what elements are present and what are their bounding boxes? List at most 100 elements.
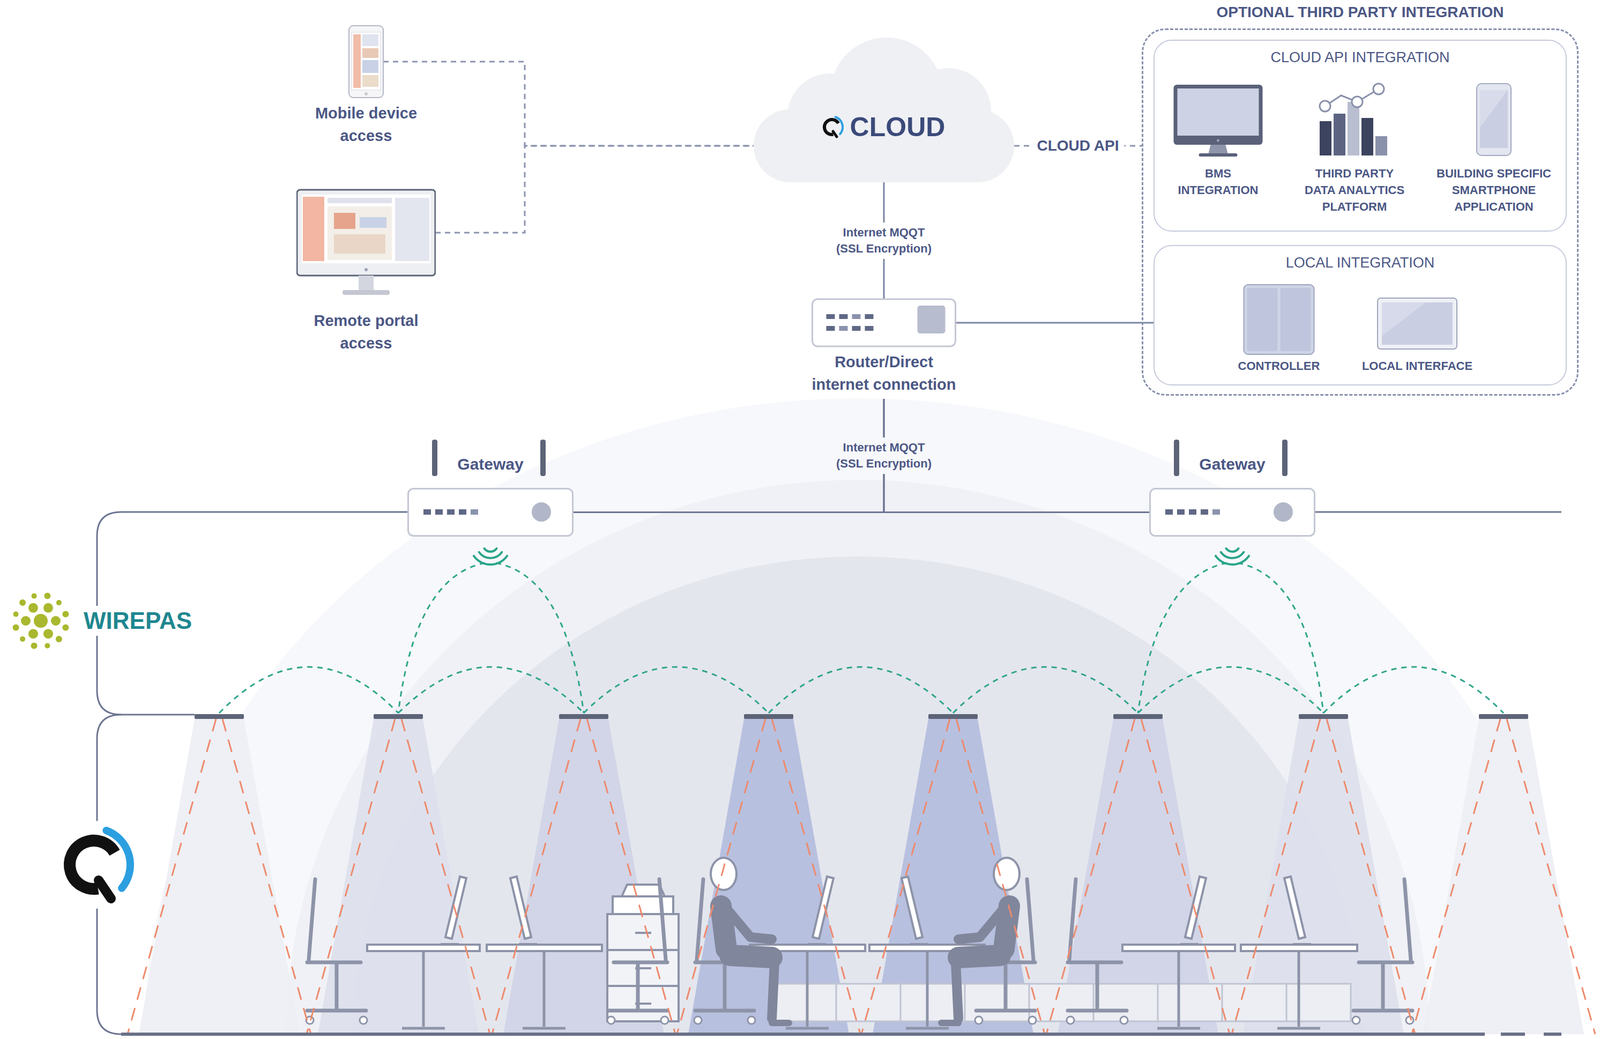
light-beam-part bbox=[317, 718, 479, 1034]
connector bbox=[435, 145, 754, 233]
light-fixture-part bbox=[743, 713, 794, 719]
cloud-logo-mark-part bbox=[824, 119, 839, 135]
seated-person-part bbox=[955, 911, 1002, 1019]
cloud-shape-part bbox=[753, 37, 1015, 183]
phone2-icon-part bbox=[1479, 90, 1508, 128]
cloud-title-row: CLOUD bbox=[749, 35, 1016, 144]
bars-icon bbox=[1298, 79, 1411, 166]
desk-part bbox=[1122, 944, 1235, 951]
light-fixture-part bbox=[1113, 713, 1163, 719]
router-icon-part bbox=[826, 314, 836, 319]
node-label: Gateway bbox=[407, 454, 574, 474]
controller-icon-part bbox=[1244, 284, 1315, 355]
connector-label: CLOUD API bbox=[1031, 134, 1125, 158]
office-chair-part bbox=[975, 1016, 983, 1024]
bms-icon-part bbox=[1177, 88, 1260, 136]
light-fixture-part bbox=[559, 713, 609, 719]
seated-person-part bbox=[993, 857, 1020, 890]
brand-label: WIREPAS bbox=[80, 605, 196, 636]
bms-icon bbox=[1168, 79, 1268, 166]
phone-icon bbox=[296, 21, 436, 102]
light-fixture-part bbox=[1478, 713, 1529, 719]
sensor-cone-part bbox=[127, 718, 1596, 1034]
office-chair-part bbox=[359, 1016, 368, 1024]
wirepas-logo-mark bbox=[12, 592, 70, 650]
node-label: OPTIONAL THIRD PARTY INTEGRATION bbox=[1141, 3, 1579, 22]
bars-icon-part bbox=[1319, 100, 1331, 112]
bms-icon-part bbox=[1208, 144, 1229, 154]
light-fixture-part bbox=[928, 713, 978, 719]
back-cabinet-part bbox=[771, 983, 1351, 1022]
tablet-icon-part bbox=[1381, 302, 1453, 345]
monitor-icon bbox=[296, 184, 436, 310]
integration-group: OPTIONAL THIRD PARTY INTEGRATION CLOUD AP… bbox=[1141, 3, 1579, 396]
antenna-part bbox=[432, 439, 438, 476]
desk-monitor-part bbox=[440, 942, 459, 945]
phone2-icon bbox=[1429, 79, 1559, 166]
desk-monitor-part bbox=[910, 942, 929, 945]
node-label: Gateway bbox=[1149, 454, 1316, 474]
node-label: CLOUD bbox=[850, 110, 946, 144]
integration-item: CONTROLLER bbox=[1233, 282, 1325, 375]
seated-person-part bbox=[941, 1019, 959, 1026]
seated-person bbox=[710, 857, 1020, 1023]
connector-label: Internet MQQT (SSL Encryption) bbox=[824, 222, 943, 259]
office-chair-part bbox=[307, 879, 1413, 1011]
brand-logo-mark-part bbox=[69, 840, 115, 889]
bars-icon-part bbox=[1375, 136, 1388, 156]
router-icon-part bbox=[839, 314, 848, 319]
integration-item: BUILDING SPECIFIC SMARTPHONE APPLICATION bbox=[1429, 79, 1559, 215]
gateway-icon-part bbox=[408, 488, 573, 537]
monitor-icon-part bbox=[359, 217, 387, 228]
device-node: Remote portal access bbox=[296, 184, 436, 355]
filing-cabinet bbox=[607, 884, 679, 1022]
monitor-icon-part bbox=[327, 206, 392, 260]
seated-person-part bbox=[710, 857, 737, 890]
wirepas-logo-mark-part bbox=[43, 603, 54, 613]
node-label: CLOUD API INTEGRATION bbox=[1154, 48, 1566, 67]
gateway-icon-part bbox=[423, 509, 431, 515]
brand-logo-mark-part bbox=[98, 880, 111, 899]
coverage-dome-part bbox=[352, 556, 1363, 1034]
tablet-icon bbox=[1358, 282, 1477, 358]
brand-logo-mark-part bbox=[49, 820, 138, 909]
wirepas-logo-mark-part bbox=[50, 615, 61, 626]
office-chair-part bbox=[1028, 1016, 1037, 1024]
coverage-dome-part bbox=[286, 479, 1430, 1034]
monitor-icon-part bbox=[296, 189, 436, 276]
wirepas-logo-mark-part bbox=[33, 613, 48, 628]
node-label: CONTROLLER bbox=[1233, 357, 1325, 375]
gateway-icon-part bbox=[458, 509, 467, 515]
gateway-icon bbox=[407, 487, 574, 538]
tablet-icon-part bbox=[1381, 302, 1426, 337]
floor-line-part bbox=[121, 1032, 1562, 1036]
wirepas-logo-mark-part bbox=[43, 628, 54, 639]
desk-monitor-part bbox=[1284, 876, 1306, 939]
bms-icon-part bbox=[1216, 139, 1220, 143]
office-chair-part bbox=[306, 1016, 1414, 1024]
gateway-node: Gateway bbox=[1149, 454, 1316, 538]
office-chair-part bbox=[607, 1016, 615, 1024]
wireless-signal bbox=[473, 548, 1249, 565]
router-icon bbox=[808, 298, 959, 351]
wirepas-logo-mark-part bbox=[31, 642, 38, 649]
phone-icon-part bbox=[362, 34, 379, 47]
node-label: THIRD PARTY DATA ANALYTICS PLATFORM bbox=[1298, 165, 1411, 215]
light-fixture-part bbox=[1298, 713, 1349, 719]
coverage-dome-part bbox=[144, 398, 1571, 1034]
router-icon-part bbox=[839, 325, 848, 331]
phone-icon-part bbox=[364, 92, 368, 96]
monitor-icon-part bbox=[333, 212, 356, 229]
light-fixture-part bbox=[373, 713, 423, 719]
integration-panel: LOCAL INTEGRATIONCONTROLLERLOCAL INTERFA… bbox=[1153, 244, 1567, 386]
cloud-logo-mark bbox=[820, 115, 844, 139]
wirepas-logo-mark-part bbox=[44, 642, 50, 649]
wirepas-logo-mark-part bbox=[62, 611, 69, 618]
connector bbox=[383, 61, 754, 146]
desk-part bbox=[486, 944, 602, 951]
phone2-icon-part bbox=[1479, 90, 1508, 148]
light-fixture bbox=[194, 713, 1529, 719]
phone-icon-part bbox=[348, 25, 384, 98]
node-label: LOCAL INTEGRATION bbox=[1154, 253, 1566, 272]
phone-icon-part bbox=[351, 32, 381, 91]
